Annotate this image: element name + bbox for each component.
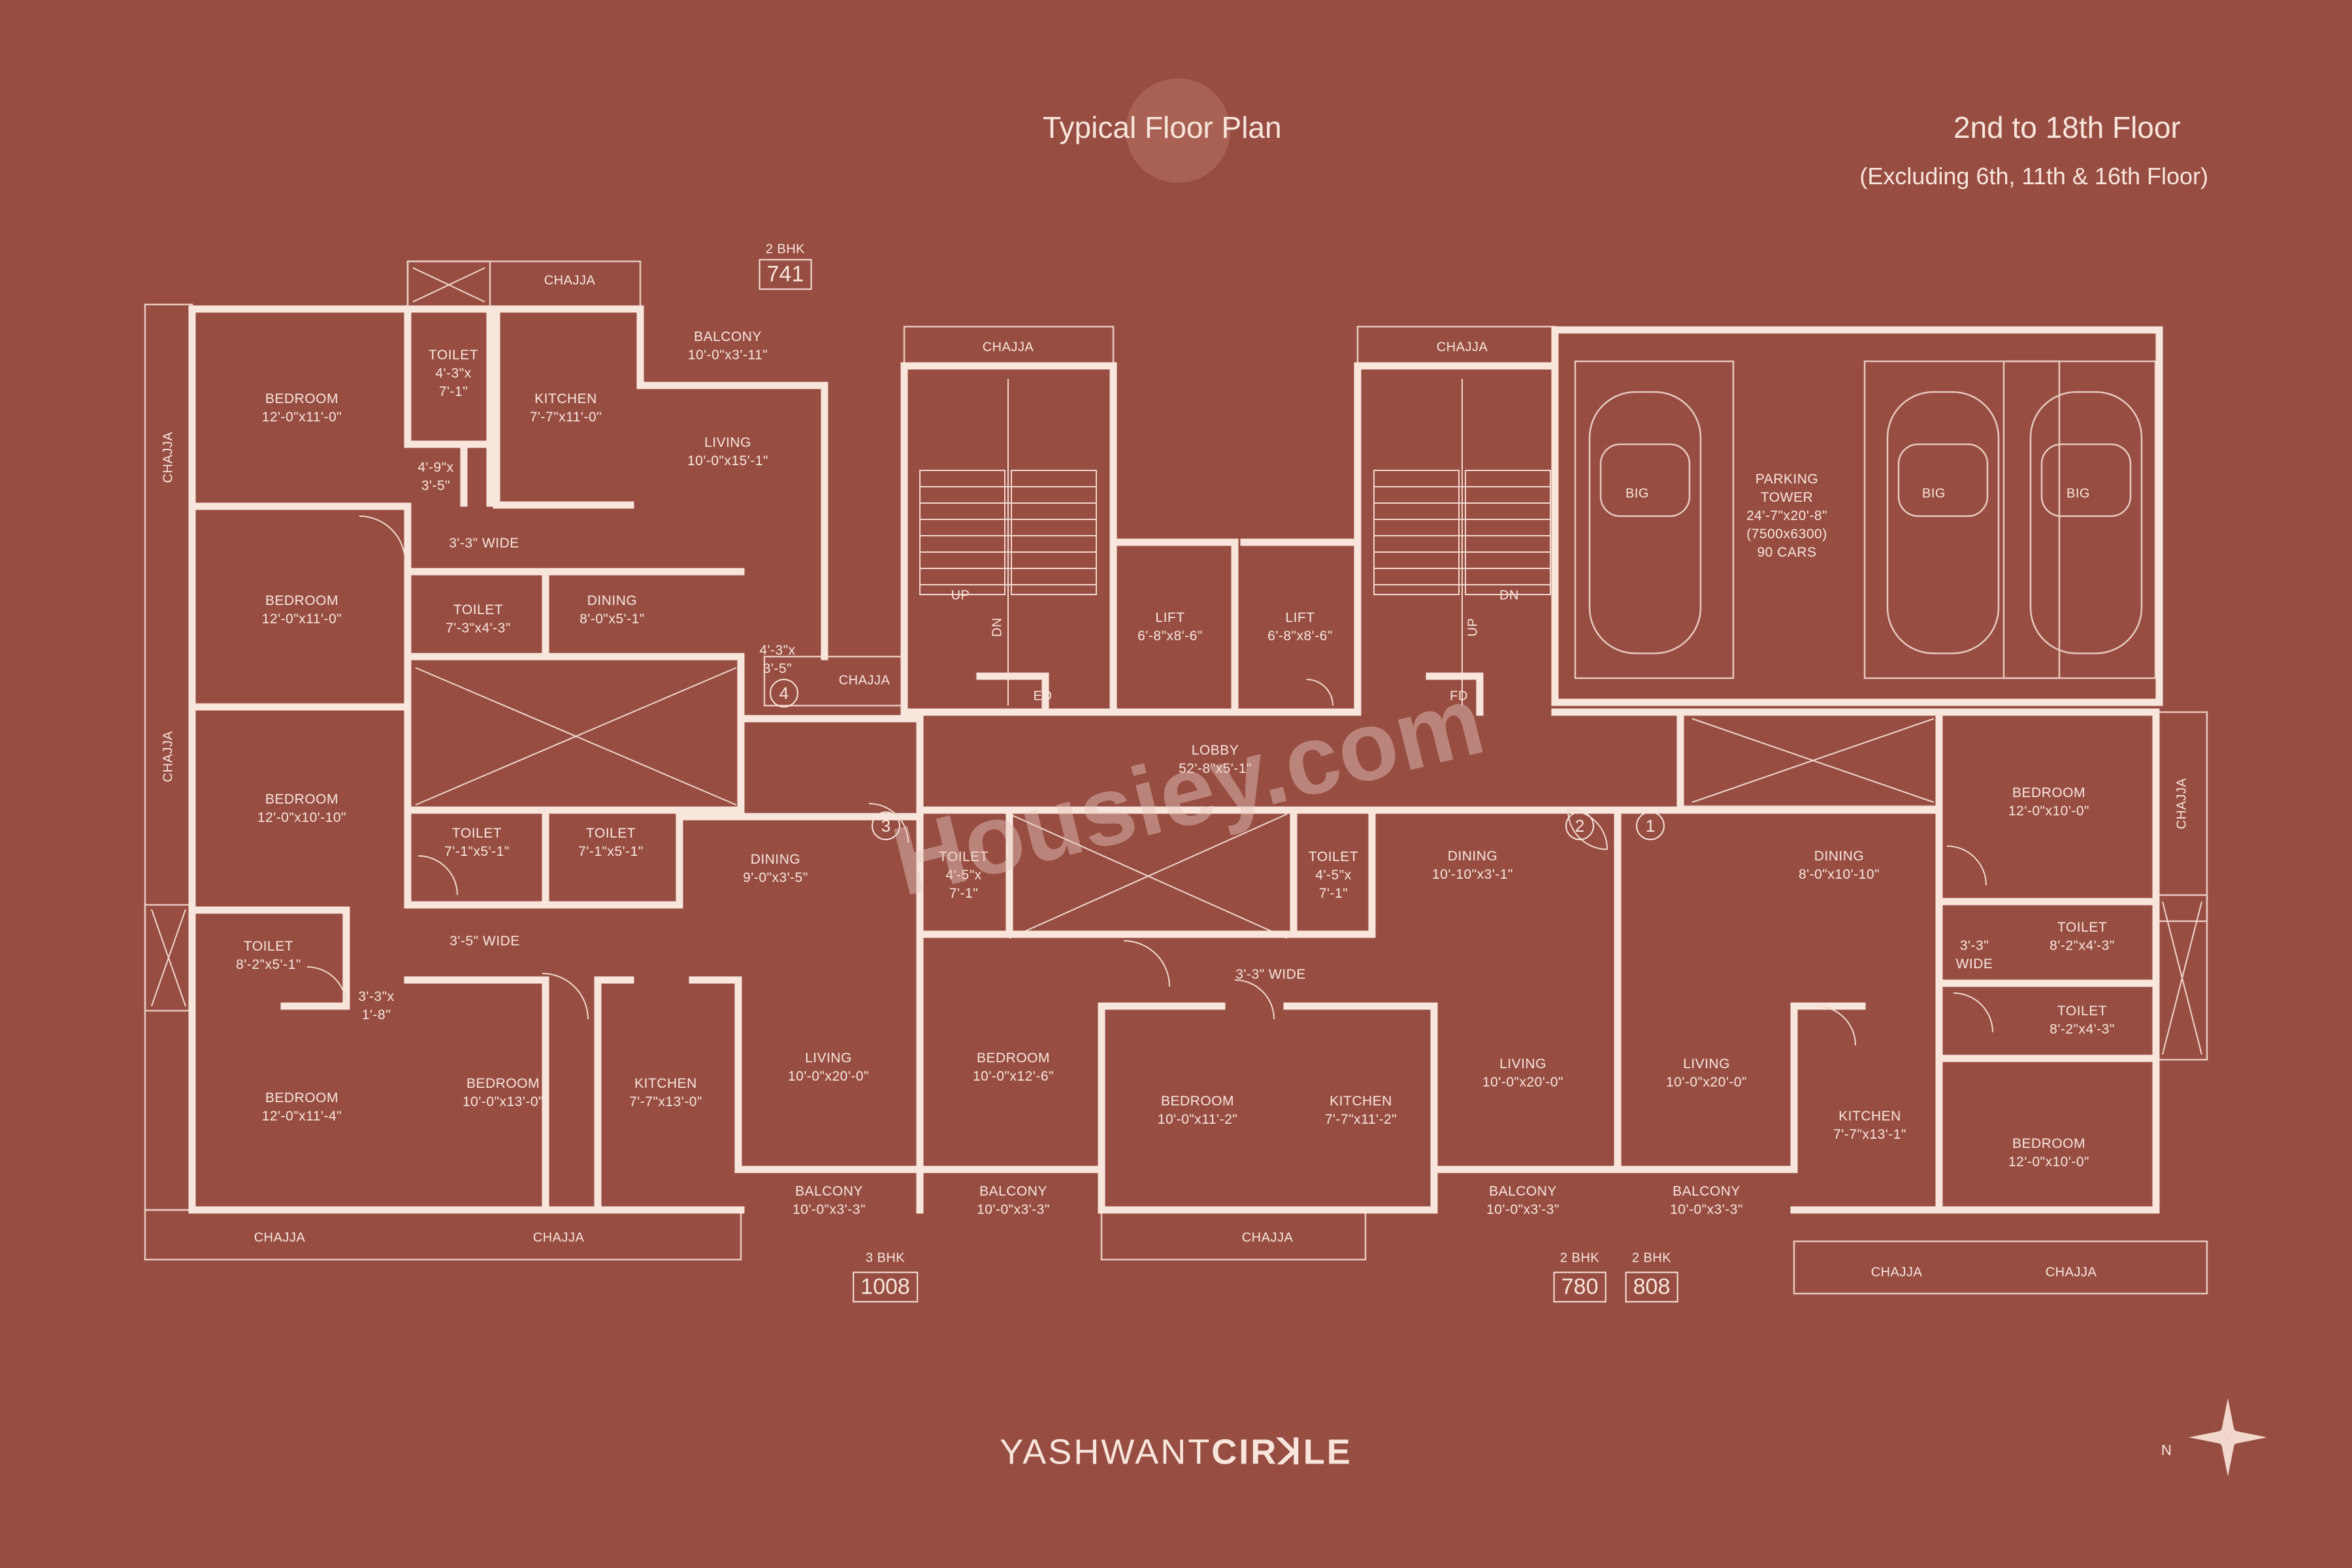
unit-number-3: 3 — [872, 811, 900, 840]
stair-up-label: UP — [951, 588, 970, 603]
corridor-width: 3'-3"WIDE — [1955, 938, 1993, 972]
unit-type-4: 2 BHK — [765, 242, 806, 257]
fire-duct-label: FD — [1450, 689, 1468, 704]
unit-area-3: 1008 — [853, 1271, 918, 1303]
stair-down-label: DN — [990, 617, 1005, 637]
car-size-label: BIG — [2066, 486, 2090, 501]
floor-exclusion: (Excluding 6th, 11th & 16th Floor) — [1859, 163, 2208, 189]
stair-up-label: UP — [1465, 617, 1480, 637]
chajja-label: CHAJJA — [1436, 340, 1488, 355]
walls — [188, 305, 2163, 1214]
chajja-label: CHAJJA — [2045, 1265, 2097, 1280]
corridor-width: 3'-3" WIDE — [449, 536, 519, 551]
compass-north-label: N — [2161, 1442, 2172, 1458]
chajja-label: CHAJJA — [838, 673, 890, 688]
shaft-crosses — [151, 267, 2202, 1055]
unit-number-1: 1 — [1636, 811, 1665, 840]
brand-logo: YASHWANTCIRꓘLE — [1000, 1432, 1352, 1472]
unit-type-2: 2 BHK — [1560, 1250, 1600, 1266]
title-accent-circle — [1126, 78, 1230, 183]
chajja-label: CHAJJA — [982, 340, 1034, 355]
chajja-label: CHAJJA — [161, 431, 176, 483]
chajja-label: CHAJJA — [1241, 1230, 1294, 1245]
unit-type-1: 2 BHK — [1631, 1250, 1672, 1266]
chajja-label: CHAJJA — [2174, 777, 2189, 830]
corridor-width: 3'-5" WIDE — [449, 934, 520, 949]
car-size-label: BIG — [1922, 486, 1946, 501]
unit-number-4: 4 — [770, 679, 798, 708]
chajja-label: CHAJJA — [532, 1230, 585, 1245]
car-size-label: BIG — [1625, 486, 1649, 501]
unit-type-3: 3 BHK — [865, 1250, 906, 1266]
staircases — [919, 379, 1551, 706]
corridor-width: 3'-3" WIDE — [1235, 967, 1306, 982]
unit-area-2: 780 — [1553, 1271, 1607, 1303]
unit-number-2: 2 — [1565, 811, 1594, 840]
stair-down-label: DN — [1499, 588, 1519, 603]
electrical-duct-label: ED — [1033, 689, 1053, 704]
unit-area-1: 808 — [1625, 1271, 1678, 1303]
unit-area-4: 741 — [759, 259, 812, 290]
compass-rose-icon — [2189, 1398, 2267, 1477]
chajja-label: CHAJJA — [161, 730, 176, 783]
chajja-label: CHAJJA — [253, 1230, 306, 1245]
chajja-label: CHAJJA — [1870, 1265, 1923, 1280]
plan-title: Typical Floor Plan — [1043, 110, 1282, 144]
floor-range: 2nd to 18th Floor — [1953, 110, 2181, 144]
car-outlines — [1588, 391, 2143, 655]
chajja-label: CHAJJA — [544, 273, 596, 288]
